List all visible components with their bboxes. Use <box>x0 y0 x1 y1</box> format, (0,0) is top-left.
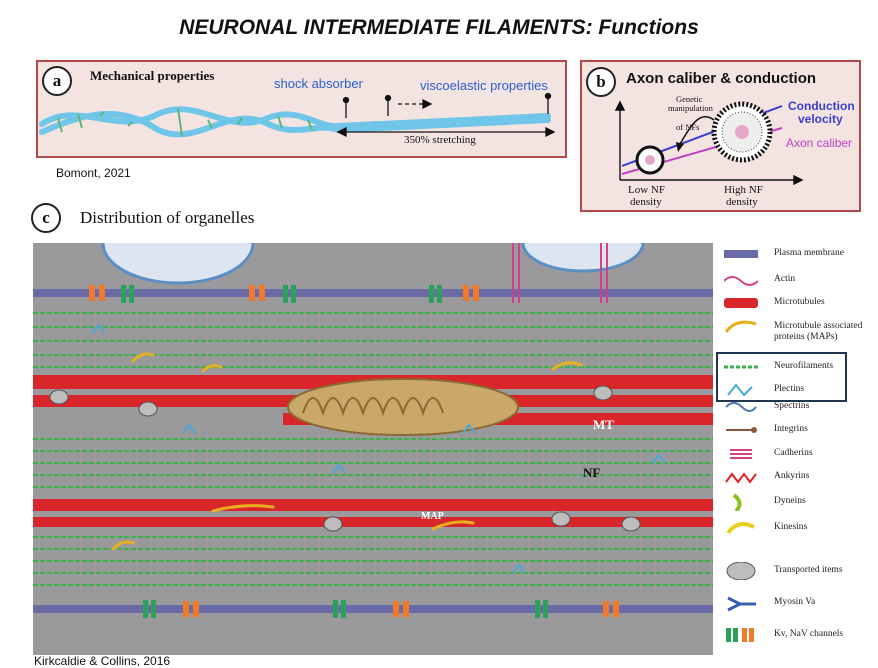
dyneins-icon <box>732 493 742 511</box>
genetic-manipulation-line2: manipulation <box>668 103 713 113</box>
panel-b-letter: b <box>586 67 616 97</box>
channels-icon <box>726 628 754 642</box>
high-nf-line1: High NF <box>724 184 763 196</box>
integrins-icon <box>726 427 757 433</box>
plasma-membrane-top <box>33 289 713 297</box>
caliber-diagram <box>614 100 804 186</box>
legend-label: Neurofilaments <box>774 361 834 371</box>
legend-item-kinesins: Kinesins <box>716 518 876 538</box>
legend-label: Cadherins <box>774 448 813 458</box>
legend-label: Kinesins <box>774 522 808 532</box>
nf-label: NF <box>583 465 600 480</box>
page-title: NEURONAL INTERMEDIATE FILAMENTS: Functio… <box>179 16 699 39</box>
legend-item-integrins: Integrins <box>716 420 876 440</box>
cell-body-right <box>521 243 645 273</box>
plasma-membrane-icon <box>724 250 758 258</box>
high-nf-line2: density <box>726 196 758 208</box>
legend-label: Actin <box>774 274 796 284</box>
citation-kirkcaldie: Kirkcaldie & Collins, 2016 <box>34 654 171 668</box>
map-label: MAP <box>421 511 444 522</box>
viscoelastic-label: viscoelastic properties <box>420 78 548 93</box>
panel-a: a Mechanical properties shock absorber v… <box>36 60 567 158</box>
mt-label: MT <box>593 417 614 432</box>
panel-a-heading: Mechanical properties <box>90 68 215 83</box>
spectrins-icon <box>725 402 757 412</box>
genetic-manipulation-line1: Genetic <box>676 94 703 104</box>
legend-item-plectins: Plectins <box>716 380 876 400</box>
legend-item-plasma-membrane: Plasma membrane <box>716 244 876 264</box>
citation-bomont: Bomont, 2021 <box>56 166 131 180</box>
myosin-va-icon <box>727 596 756 612</box>
organelle-distribution-illustration: MT NF MAP <box>33 243 713 655</box>
microtubule-band-2 <box>33 499 713 511</box>
plasma-membrane-bottom <box>33 605 713 613</box>
legend-label: Myosin Va <box>774 597 816 607</box>
legend-label: Transported items <box>774 565 843 575</box>
legend-label: Dyneins <box>774 496 806 506</box>
genetic-manipulation-line3: of NFs <box>676 122 700 132</box>
cell-body-left <box>101 243 255 285</box>
actin-icon <box>724 276 758 286</box>
legend-item-map: Microtubule associated proteins (MAPs) <box>716 317 876 342</box>
kinesins-icon <box>726 522 755 535</box>
neurofilaments-icon <box>724 365 758 369</box>
panel-b: b Axon caliber & conduction Genetic mani… <box>580 60 861 212</box>
conduction-velocity-line1: Conduction <box>788 99 855 113</box>
transported-items-icon <box>726 562 756 580</box>
legend-label: Plasma membrane <box>774 248 844 258</box>
mitochondrion <box>287 378 519 436</box>
legend-item-spectrins: Spectrins <box>716 397 876 417</box>
low-nf-line1: Low NF <box>628 184 665 196</box>
panel-c-heading: Distribution of organelles <box>80 208 255 227</box>
legend-label: Ankyrins <box>774 471 810 481</box>
panel-c-letter: c <box>31 203 61 233</box>
legend-label: Plectins <box>774 384 805 394</box>
stretching-label: 350% stretching <box>404 134 476 146</box>
legend-label: Spectrins <box>774 401 810 411</box>
shock-absorber-diagram <box>39 92 556 138</box>
low-nf-line2: density <box>630 196 662 208</box>
microtubules-icon <box>724 298 758 308</box>
legend-item-myosin-va: Myosin Va <box>716 593 876 613</box>
legend-item-channels: Kv, NaV channels <box>716 625 876 645</box>
legend-item-neurofilaments: Neurofilaments <box>716 357 876 377</box>
panel-b-heading: Axon caliber & conduction <box>626 70 817 87</box>
legend-label: Microtubules <box>774 297 825 307</box>
ankyrins-icon <box>725 472 757 484</box>
axon-caliber-label: Axon caliber <box>786 136 853 150</box>
shock-absorber-label: shock absorber <box>274 76 363 91</box>
legend-item-dyneins: Dyneins <box>716 492 876 512</box>
legend-label: Microtubule associated proteins (MAPs) <box>774 321 863 342</box>
neurofilament-highlight-box <box>716 352 847 402</box>
legend-label: Integrins <box>774 424 808 434</box>
panel-a-letter: a <box>42 66 72 96</box>
legend-item-cadherins: Cadherins <box>716 444 876 464</box>
legend-item-transported-items: Transported items <box>716 561 876 581</box>
cadherins-icon <box>730 449 752 459</box>
legend-item-actin: Actin <box>716 270 876 290</box>
legend-item-ankyrins: Ankyrins <box>716 467 876 487</box>
legend-item-microtubules: Microtubules <box>716 293 876 313</box>
map-icon <box>724 320 757 333</box>
conduction-velocity-line2: velocity <box>798 112 843 126</box>
plectins-icon <box>727 383 753 397</box>
legend-label: Kv, NaV channels <box>774 629 844 639</box>
